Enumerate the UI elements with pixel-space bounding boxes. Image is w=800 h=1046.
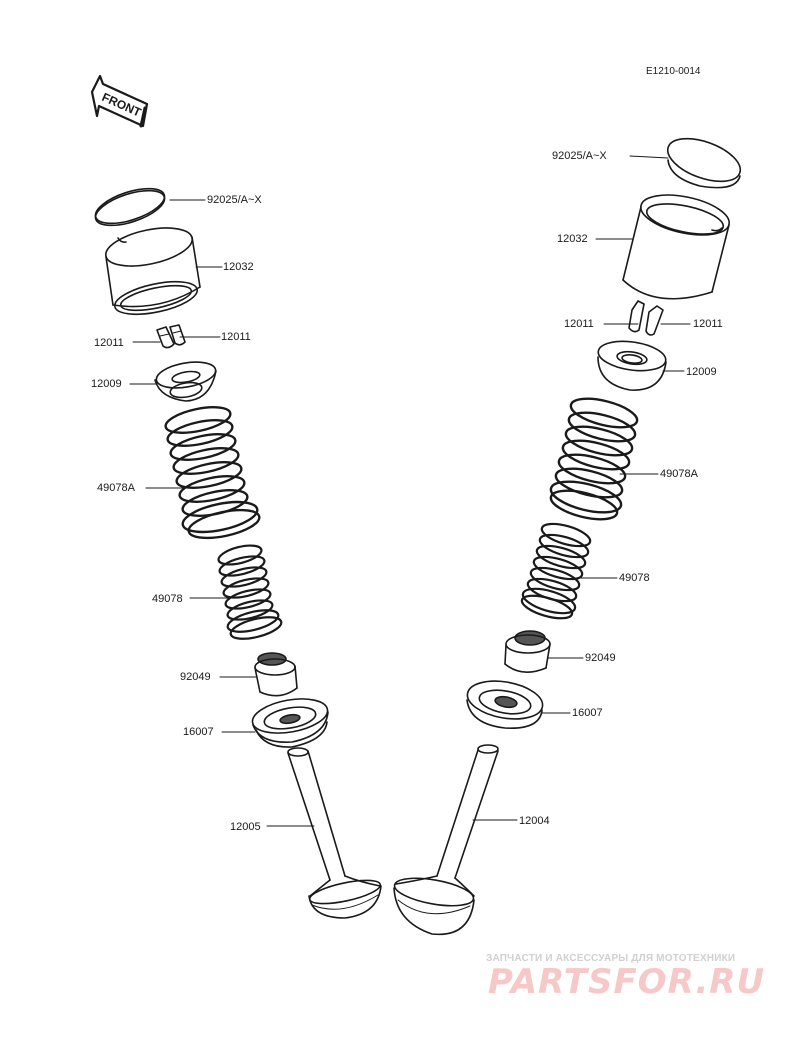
watermark-logo: PARTSFOR.RU	[488, 962, 766, 1002]
left-retainer	[154, 361, 217, 402]
right-seat-label: 16007	[572, 707, 603, 719]
left-inner-spring-label: 49078	[152, 593, 183, 605]
left-seal-label: 92049	[180, 671, 211, 683]
left-outer-spring-label: 49078A	[97, 482, 135, 494]
left-cotters	[156, 324, 186, 349]
left-cotter-right-label: 12011	[221, 331, 251, 343]
right-valve-label: 12004	[519, 815, 550, 827]
right-stem-seal	[504, 630, 551, 673]
left-shim	[94, 187, 166, 227]
left-seat-label: 16007	[183, 726, 214, 738]
left-valve-label: 12005	[230, 821, 261, 833]
watermark-tagline: ЗАПЧАСТИ И АКСЕССУАРЫ ДЛЯ МОТОТЕХНИКИ	[486, 953, 736, 964]
left-stem-seal	[254, 652, 298, 697]
right-cotter-right-label: 12011	[693, 318, 723, 330]
front-arrow-icon: FRONT	[90, 74, 149, 128]
right-spring-seat	[466, 680, 544, 729]
right-cotter-left-label: 12011	[564, 318, 594, 330]
right-inner-spring	[520, 522, 592, 620]
right-valve	[393, 744, 499, 936]
right-outer-spring	[549, 397, 639, 521]
left-retainer-label: 12009	[91, 378, 122, 390]
right-seal-label: 92049	[585, 652, 616, 664]
left-inner-spring	[217, 544, 283, 640]
right-lifter	[622, 194, 730, 300]
right-shim	[666, 137, 742, 189]
left-lifter-label: 12032	[223, 261, 254, 273]
left-outer-spring	[164, 406, 261, 540]
right-lifter-label: 12032	[557, 233, 588, 245]
left-spring-seat	[251, 698, 329, 748]
left-valve	[287, 747, 382, 919]
drawing-code: E1210-0014	[646, 66, 701, 77]
right-cotters	[628, 300, 664, 336]
leader-lines	[129, 155, 691, 827]
right-shim-label: 92025/A~X	[552, 150, 607, 162]
right-inner-spring-label: 49078	[619, 572, 650, 584]
left-lifter	[105, 227, 201, 316]
right-retainer-label: 12009	[686, 366, 717, 378]
right-retainer	[597, 340, 667, 391]
left-cotter-left-label: 12011	[94, 337, 124, 349]
right-outer-spring-label: 49078A	[660, 468, 698, 480]
left-shim-label: 92025/A~X	[207, 194, 262, 206]
